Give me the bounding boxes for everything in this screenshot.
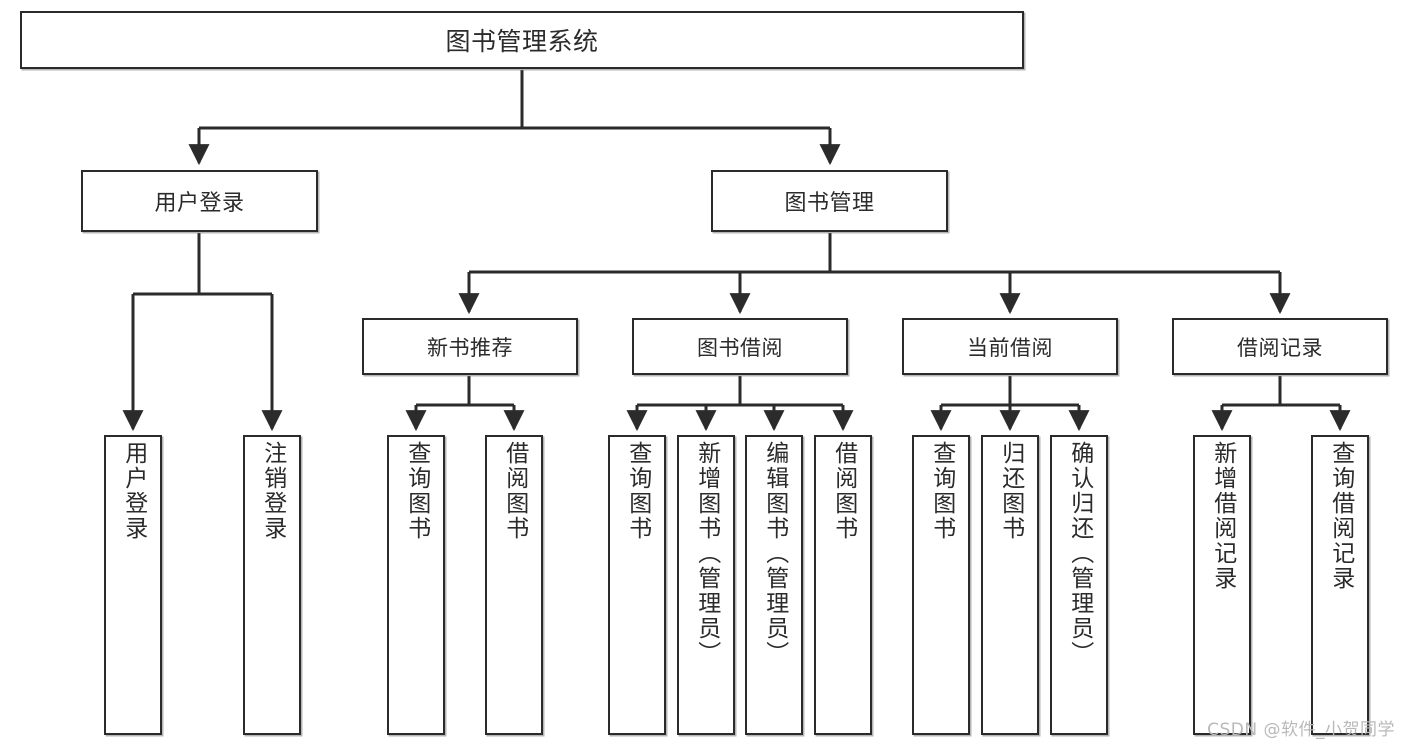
node-label: 新书推荐 bbox=[427, 335, 513, 360]
node-label: 新增借阅记录 bbox=[1209, 441, 1236, 591]
node-label: 图书借阅 bbox=[697, 335, 783, 360]
leaf-user-login-login[interactable]: 用户登录 bbox=[104, 435, 162, 735]
node-label: 图书管理 bbox=[784, 191, 875, 216]
node-book-borrow[interactable]: 图书借阅 bbox=[632, 318, 848, 375]
leaf-current-borrow-return-books[interactable]: 归还图书 bbox=[981, 435, 1039, 735]
node-label: 查询图书 bbox=[928, 441, 955, 541]
leaf-new-book-query-books[interactable]: 查询图书 bbox=[387, 435, 445, 735]
node-label: 查询借阅记录 bbox=[1327, 441, 1354, 591]
node-label: 新增图书（管理员） bbox=[693, 441, 720, 666]
node-current-borrow[interactable]: 当前借阅 bbox=[902, 318, 1118, 375]
leaf-current-borrow-query-books[interactable]: 查询图书 bbox=[912, 435, 970, 735]
node-label: 图书管理系统 bbox=[445, 27, 599, 56]
leaf-new-book-borrow-books[interactable]: 借阅图书 bbox=[485, 435, 543, 735]
node-label: 当前借阅 bbox=[967, 335, 1053, 360]
leaf-book-borrow-add-book-admin[interactable]: 新增图书（管理员） bbox=[677, 435, 735, 735]
leaf-book-borrow-edit-book-admin[interactable]: 编辑图书（管理员） bbox=[745, 435, 803, 735]
node-label: 确认归还（管理员） bbox=[1066, 441, 1093, 666]
node-book-management[interactable]: 图书管理 bbox=[711, 170, 948, 232]
node-label: 编辑图书（管理员） bbox=[761, 441, 788, 666]
node-label: 借阅图书 bbox=[501, 441, 528, 541]
node-new-book-recommend[interactable]: 新书推荐 bbox=[362, 318, 578, 375]
leaf-book-borrow-borrow-books[interactable]: 借阅图书 bbox=[814, 435, 872, 735]
node-label: 查询图书 bbox=[403, 441, 430, 541]
csdn-watermark: CSDN @软件_小贺同学 bbox=[1207, 720, 1395, 740]
node-label: 注销登录 bbox=[259, 441, 286, 541]
node-label: 查询图书 bbox=[624, 441, 651, 541]
leaf-borrow-record-query-record[interactable]: 查询借阅记录 bbox=[1311, 435, 1369, 735]
leaf-book-borrow-query-books[interactable]: 查询图书 bbox=[608, 435, 666, 735]
leaf-current-borrow-confirm-return-admin[interactable]: 确认归还（管理员） bbox=[1050, 435, 1108, 735]
node-label: 归还图书 bbox=[997, 441, 1024, 541]
node-root-book-management-system[interactable]: 图书管理系统 bbox=[20, 11, 1024, 69]
node-borrow-record[interactable]: 借阅记录 bbox=[1172, 318, 1388, 375]
node-label: 用户登录 bbox=[154, 191, 245, 216]
leaf-user-login-logout[interactable]: 注销登录 bbox=[243, 435, 301, 735]
node-label: 用户登录 bbox=[120, 441, 147, 541]
node-label: 借阅图书 bbox=[830, 441, 857, 541]
leaf-borrow-record-add-record[interactable]: 新增借阅记录 bbox=[1193, 435, 1251, 735]
node-user-login[interactable]: 用户登录 bbox=[81, 170, 318, 232]
node-label: 借阅记录 bbox=[1237, 335, 1323, 360]
